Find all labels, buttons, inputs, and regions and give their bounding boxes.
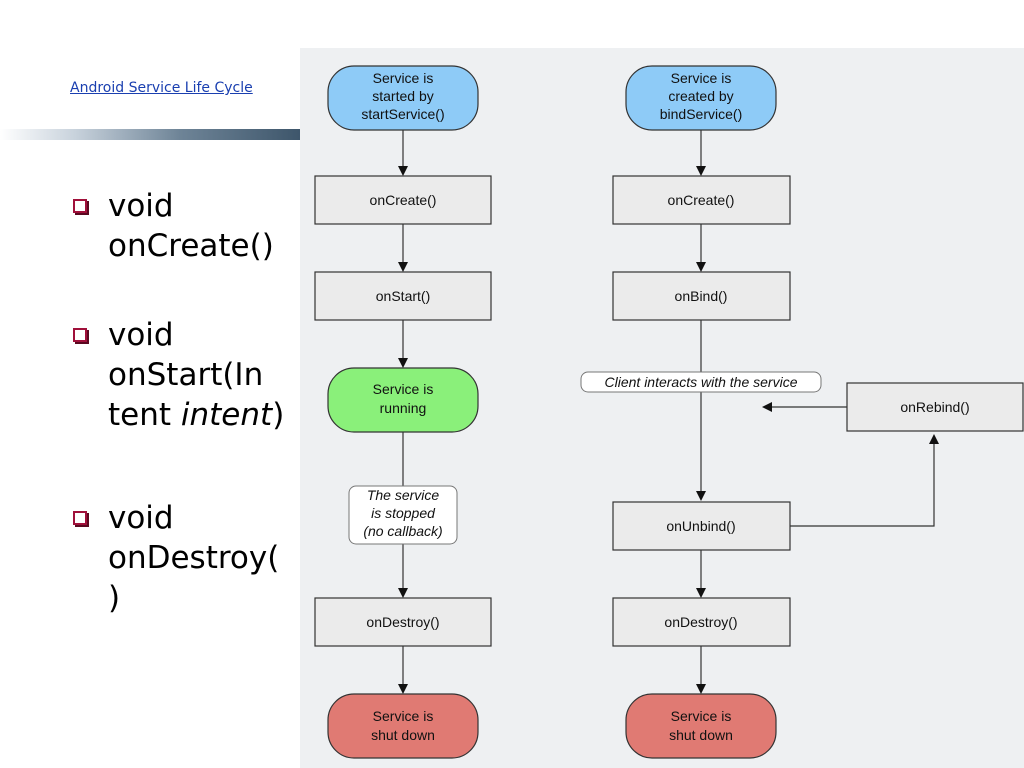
bullet-line: onStart(In — [108, 357, 264, 393]
service-shutdown-node-right: Service is shut down — [625, 693, 777, 759]
bullet-line: void — [108, 317, 174, 353]
service-stopped-note: The service is stopped (no callback) — [348, 485, 458, 545]
onstart-box: onStart() — [314, 271, 492, 321]
node-label: bindService() — [660, 106, 742, 122]
note-label: Client interacts with the service — [605, 374, 798, 390]
onbind-box: onBind() — [612, 271, 791, 321]
node-label: started by — [372, 88, 433, 104]
bullet-line: void — [108, 500, 174, 536]
bullet-icon — [73, 511, 87, 525]
bullet-line: tent — [108, 397, 181, 433]
node-label: onStart() — [376, 288, 430, 304]
bullet-icon — [73, 328, 87, 342]
node-label: onDestroy() — [366, 614, 439, 630]
unbind-to-rebind-arrow — [790, 434, 939, 527]
node-label: onCreate() — [370, 192, 437, 208]
bullet-line: void — [108, 188, 174, 224]
start-service-node: Service is started by startService() — [327, 65, 479, 131]
node-label: onBind() — [675, 288, 728, 304]
oncreate-box-left: onCreate() — [314, 175, 492, 225]
bullet-icon — [73, 199, 87, 213]
node-label: Service is — [373, 381, 434, 397]
bullet-line: ) — [108, 580, 121, 616]
right-lifecycle: Service is created by bindService() onCr… — [580, 65, 1024, 759]
bullet-line: onCreate() — [108, 228, 274, 264]
node-label: Service is — [671, 70, 732, 86]
left-lifecycle: Service is started by startService() onC… — [314, 65, 492, 759]
ondestroy-box-right: onDestroy() — [612, 597, 791, 647]
node-label: created by — [668, 88, 733, 104]
node-label: Service is — [373, 708, 434, 724]
oncreate-box-right: onCreate() — [612, 175, 791, 225]
node-label: shut down — [669, 727, 733, 743]
title-link[interactable]: Android Service Life Cycle — [70, 80, 253, 96]
service-running-node: Service is running — [327, 367, 479, 433]
bullet-list: void onCreate() void onStart(In tent intent… — [0, 0, 300, 768]
bullet-line: onDestroy( — [108, 540, 280, 576]
node-label: Service is — [373, 70, 434, 86]
client-interacts-note: Client interacts with the service — [580, 371, 822, 393]
node-label: Service is — [671, 708, 732, 724]
bullet-item: void onDestroy() — [108, 498, 298, 618]
ondestroy-box-left: onDestroy() — [314, 597, 492, 647]
bullet-item: void onCreate() — [108, 186, 298, 266]
node-label: onUnbind() — [666, 518, 735, 534]
node-label: startService() — [361, 106, 444, 122]
node-label: running — [380, 400, 427, 416]
node-label: onRebind() — [900, 399, 969, 415]
bullet-item: void onStart(In tent intent) — [108, 315, 298, 435]
note-label: (no callback) — [363, 523, 442, 539]
bullet-line: ) — [272, 397, 285, 433]
note-label: is stopped — [371, 505, 436, 521]
node-label: onCreate() — [668, 192, 735, 208]
onrebind-box: onRebind() — [846, 382, 1024, 432]
bullet-line-italic: intent — [180, 397, 273, 433]
node-label: shut down — [371, 727, 435, 743]
node-label: onDestroy() — [664, 614, 737, 630]
title-divider-bar — [0, 129, 300, 140]
onunbind-box: onUnbind() — [612, 501, 791, 551]
service-shutdown-node-left: Service is shut down — [327, 693, 479, 759]
note-label: The service — [367, 487, 440, 503]
bind-service-node: Service is created by bindService() — [625, 65, 777, 131]
